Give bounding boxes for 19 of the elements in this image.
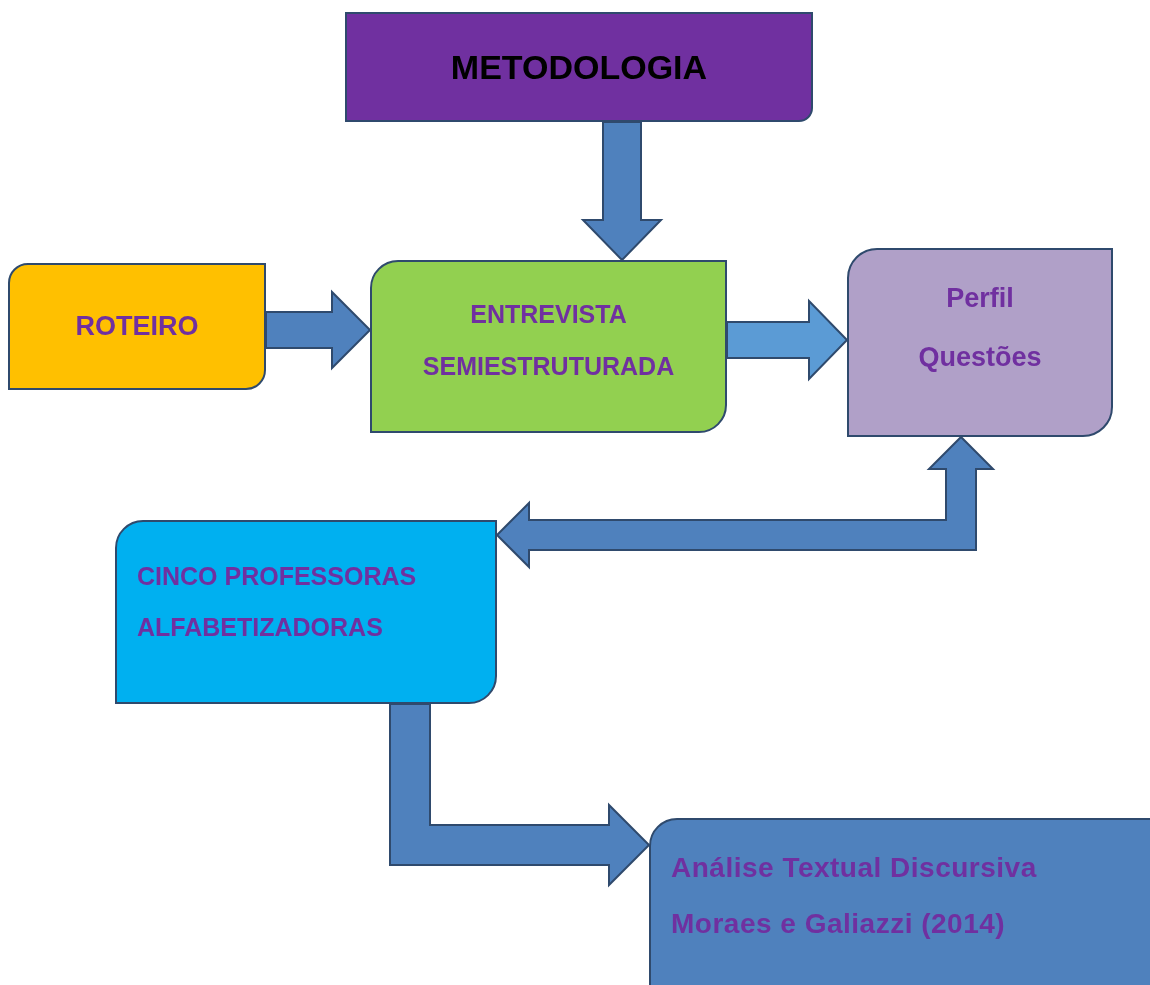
box-label: Análise Textual Discursiva <box>671 851 1037 884</box>
box-label: Perfil <box>946 282 1014 314</box>
box-label: ENTREVISTA SEMIESTRUTURADA <box>421 299 676 382</box>
process-box <box>649 818 1150 985</box>
block-arrow <box>495 435 996 570</box>
process-box <box>115 520 497 704</box>
block-arrow <box>726 298 849 382</box>
box-label: CINCO PROFESSORAS ALFABETIZADORAS <box>137 560 418 643</box>
process-box <box>370 260 727 433</box>
process-box <box>847 248 1113 437</box>
box-label: Questões <box>918 341 1042 373</box>
block-arrow <box>580 121 664 262</box>
block-arrow <box>265 289 372 371</box>
block-arrow <box>389 703 651 888</box>
process-box <box>8 263 266 390</box>
box-label: METODOLOGIA <box>450 47 708 87</box>
box-label: ROTEIRO <box>75 311 199 342</box>
process-box <box>345 12 813 122</box>
box-label: Moraes e Galiazzi (2014) <box>671 907 1006 940</box>
